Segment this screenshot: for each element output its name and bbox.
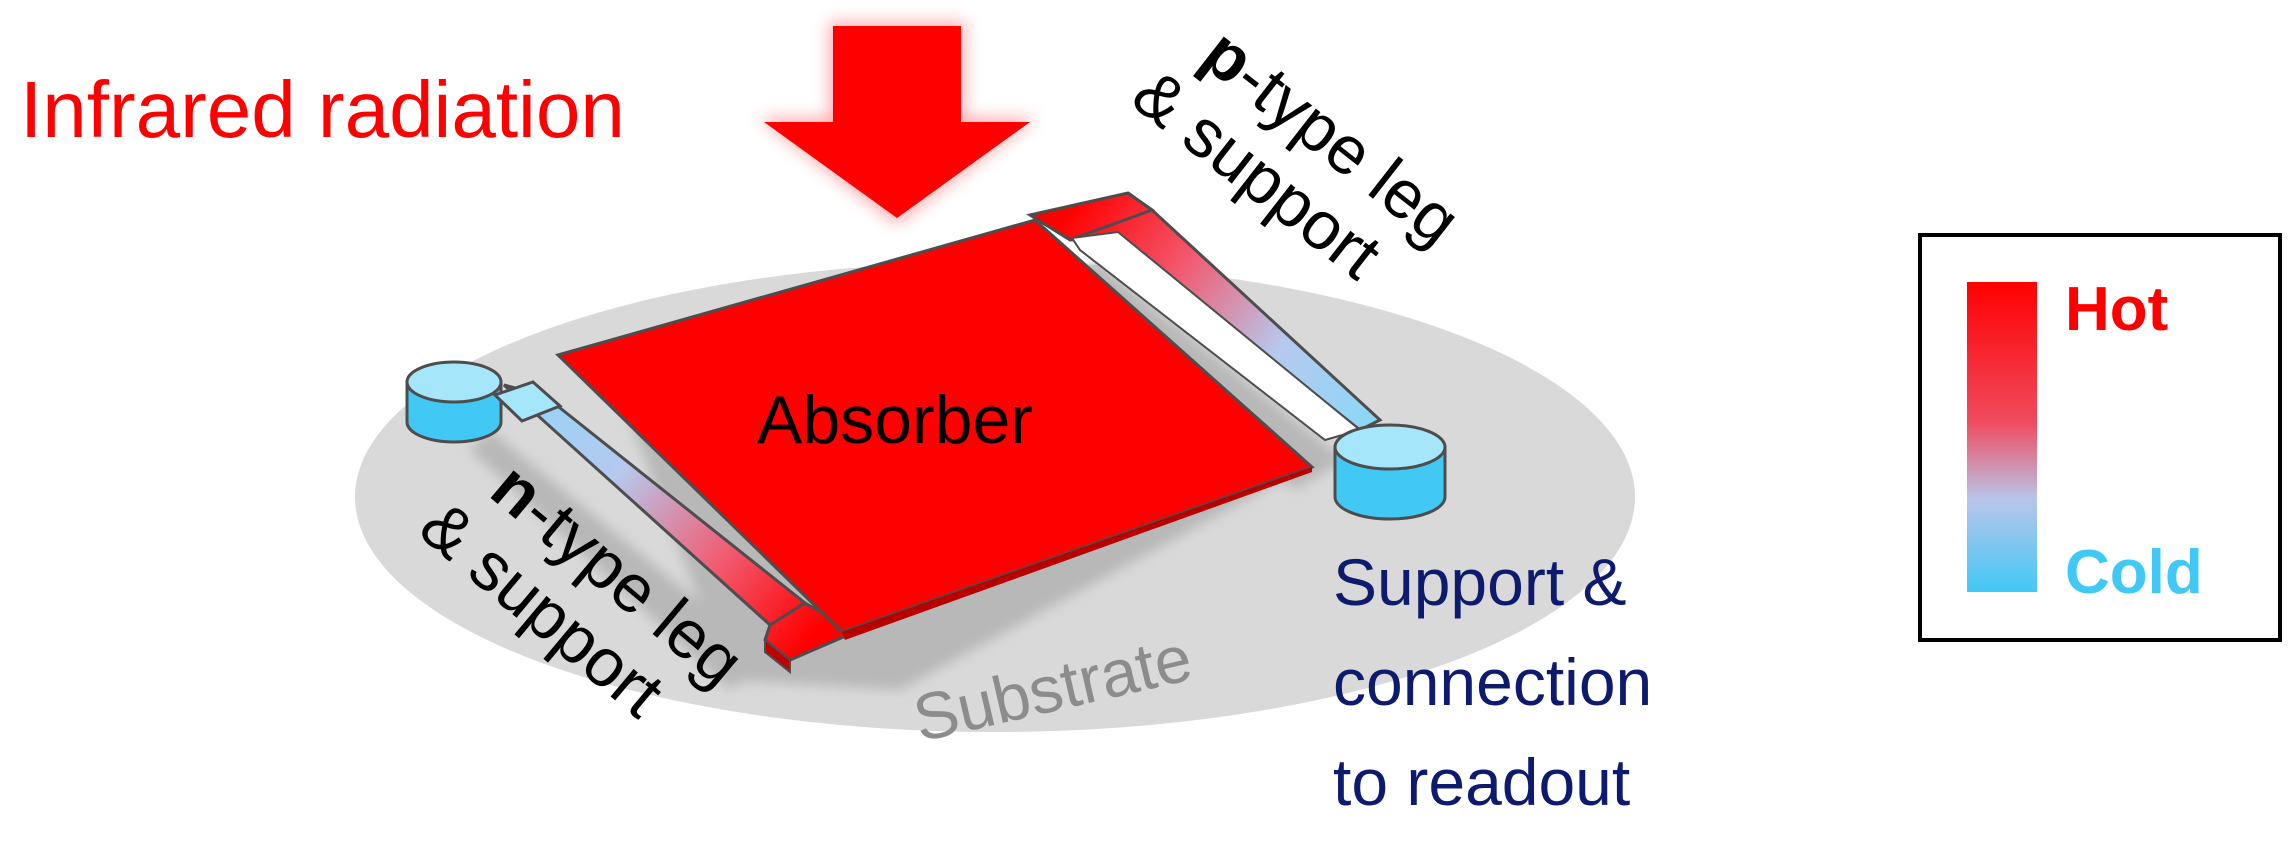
legend-gradient-bar [1967, 282, 2037, 592]
right-support-post [1333, 423, 1447, 521]
temperature-legend: Hot Cold [1918, 233, 2282, 642]
p-type-leg [1026, 191, 1383, 442]
absorber-plate [555, 218, 1315, 640]
infrared-label: Infrared radiation [20, 65, 625, 154]
svg-text:Support &: Support & [1333, 545, 1627, 619]
support-connection-label: Support & connection to readout [1333, 545, 1652, 819]
svg-text:to readout: to readout [1333, 745, 1630, 819]
left-support-post [405, 360, 563, 444]
legend-cold-label: Cold [2065, 538, 2203, 607]
infrared-arrow [758, 22, 1036, 224]
svg-text:connection: connection [1333, 645, 1652, 719]
absorber-label: Absorber [757, 382, 1033, 458]
legend-hot-label: Hot [2065, 275, 2168, 344]
